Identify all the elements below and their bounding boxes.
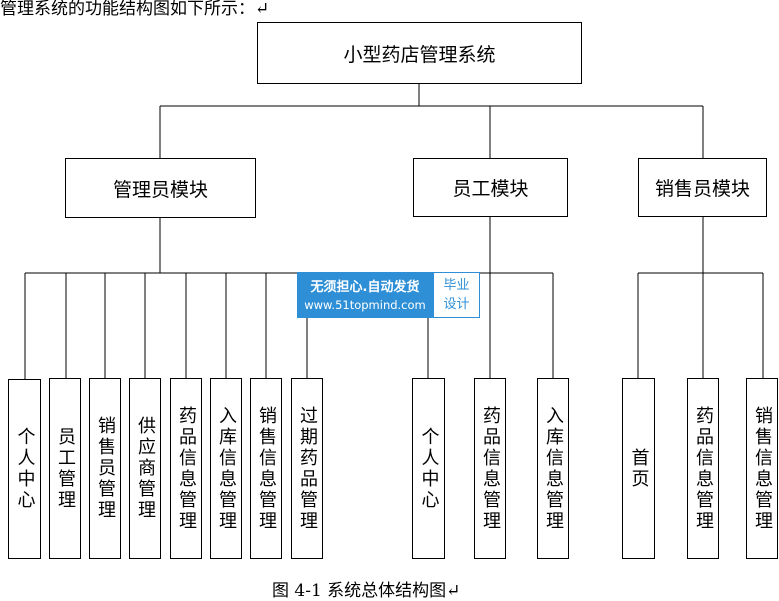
leaf-node: 入库信息管理 <box>537 378 569 559</box>
intro-text: 管理系统的功能结构图如下所示：↵ <box>0 0 270 19</box>
staff-module-label: 员工模块 <box>452 178 529 200</box>
watermark-tag-line1: 毕业 <box>443 278 470 293</box>
sales-module-label: 销售员模块 <box>654 178 750 200</box>
admin-module-label: 管理员模块 <box>112 178 208 201</box>
watermark-main: 无须担心.自动发货 www.51topmind.com <box>297 272 433 318</box>
leaf-label: 销售信息管理 <box>752 405 773 532</box>
leaf-node: 入库信息管理 <box>210 378 242 559</box>
leaf-label: 入库信息管理 <box>216 405 237 532</box>
leaf-node: 药品信息管理 <box>170 378 202 559</box>
leaf-label: 药品信息管理 <box>176 405 197 532</box>
watermark-badge: 无须担心.自动发货 www.51topmind.com 毕业 设计 <box>297 272 480 318</box>
admin-module-node: 管理员模块 <box>65 158 256 218</box>
figure-caption: 图 4-1 系统总体结构图↵ <box>272 581 461 601</box>
leaf-node: 员工管理 <box>49 378 81 559</box>
leaf-label: 入库信息管理 <box>543 405 564 532</box>
root-node: 小型药店管理系统 <box>257 22 582 84</box>
leaf-label: 销售员管理 <box>95 416 116 521</box>
leaf-node: 供应商管理 <box>129 378 161 559</box>
leaf-node: 药品信息管理 <box>474 378 506 559</box>
staff-module-node: 员工模块 <box>413 158 568 217</box>
sales-module-node: 销售员模块 <box>638 158 767 217</box>
watermark-url: www.51topmind.com <box>304 298 426 312</box>
leaf-label: 供应商管理 <box>135 416 156 521</box>
leaf-node: 药品信息管理 <box>687 378 719 559</box>
leaf-node: 销售信息管理 <box>746 378 778 559</box>
leaf-label: 个人中心 <box>14 427 36 511</box>
leaf-node: 个人中心 <box>8 379 41 559</box>
leaf-label: 个人中心 <box>418 426 440 511</box>
watermark-tag-line2: 设计 <box>443 297 470 312</box>
leaf-node: 过期药品管理 <box>291 378 323 559</box>
leaf-label: 药品信息管理 <box>480 405 501 532</box>
leaf-label: 过期药品管理 <box>297 405 318 532</box>
watermark-slogan: 无须担心.自动发货 <box>310 280 420 295</box>
leaf-label: 首页 <box>628 447 650 490</box>
leaf-label: 员工管理 <box>55 426 76 511</box>
leaf-node: 个人中心 <box>412 378 445 559</box>
leaf-node: 销售员管理 <box>89 378 121 559</box>
leaf-node: 销售信息管理 <box>250 378 282 559</box>
leaf-label: 药品信息管理 <box>693 405 714 532</box>
root-node-label: 小型药店管理系统 <box>343 43 496 66</box>
leaf-node: 首页 <box>622 378 655 559</box>
watermark-tag: 毕业 设计 <box>433 272 480 318</box>
leaf-label: 销售信息管理 <box>256 405 277 532</box>
